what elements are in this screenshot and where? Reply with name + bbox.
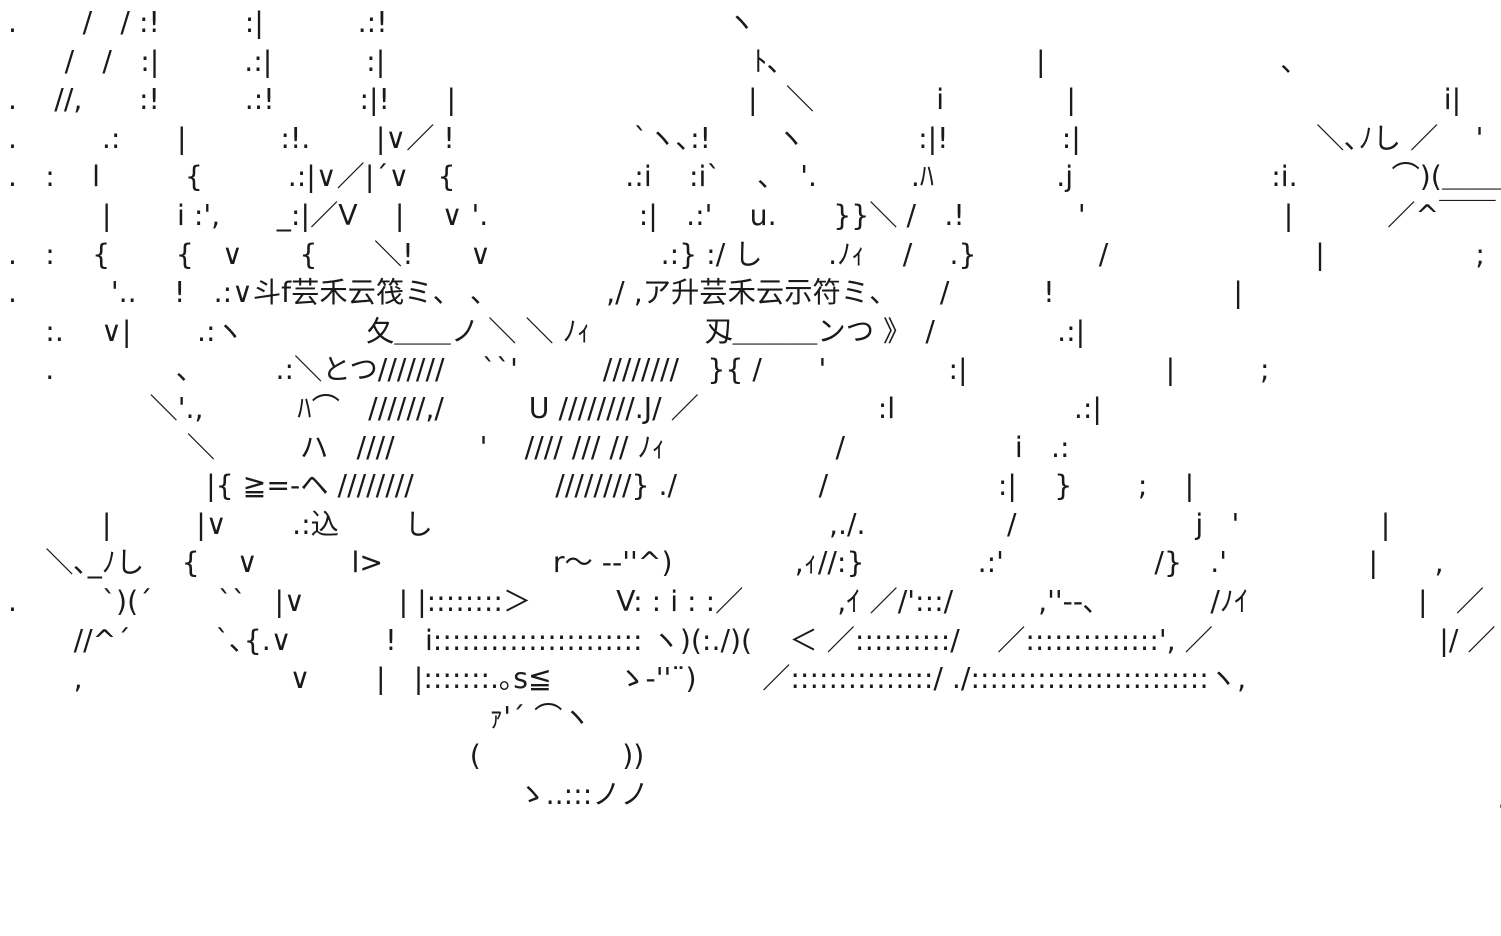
art-line: ゝ..:::ノノ , | ､ bbox=[517, 777, 1501, 811]
art-line: ! bbox=[8, 816, 1501, 850]
art-line: :. ∨| .:ヽ 夂＿＿ノ ＼ ＼ ﾉｨ 刄＿＿＿ンつ 》 / .:| bbox=[8, 314, 1086, 348]
art-line: / / :| .:| :| ﾄ､ | ､ bbox=[8, 44, 1296, 78]
art-line: . ､ .:＼とつ/////// ``' //////// }{ / ' :| … bbox=[8, 353, 1270, 387]
art-line: . .: | :!. |∨／ ! `ヽ､:! ヽ :|! :| ＼､ﾉし ／ ' bbox=[8, 121, 1484, 155]
art-line: . //, :! .:! :|! | | ＼ i | i| bbox=[8, 83, 1462, 117]
ascii-art-text: . / / :! :| .:! ヽ / / :| .:| :| ﾄ､ | ､ .… bbox=[8, 4, 1501, 853]
art-line: ＼､_ﾉし { ∨ l> r～ --''^) ,ｨ//:} .:' /} .' … bbox=[8, 546, 1501, 580]
art-line: ( )) / | ヽ bbox=[8, 739, 1501, 773]
art-line: . / / :! :| .:! ヽ bbox=[8, 6, 756, 39]
art-line: ＼ ハ //// ' //// /// // ﾉｨ / i .: bbox=[8, 430, 1070, 464]
art-line: //^´ `､{.∨ ! i:::::::::::::::::::::: ヽ)(… bbox=[8, 623, 1501, 657]
art-line: . : l { .:|∨／|´∨ { .:i :i` ､ '. .ﾊ .j :i… bbox=[8, 160, 1501, 194]
art-line: |{ ≧=-ヘ //////// ////////} ./ / :| } ; | bbox=[8, 469, 1195, 503]
art-line: . `)(´ `` |∨ | |::::::::＞ V: : i : :／ ,ｲ… bbox=[8, 584, 1485, 618]
art-line: | |∨ .:込 し ,./. / j ' | bbox=[8, 507, 1391, 541]
art-line: . '.. ! .:∨斗f芸禾云筏ミ、 、 ,/ ,ア升芸禾云示符ミ、 / ! … bbox=[8, 276, 1243, 310]
art-line: , ∨ | |:::::::.｡s≦ ゝ-''¨) ／:::::::::::::… bbox=[8, 662, 1501, 696]
art-line: ｧ'´ ⌒ヽ /Y^＼ bbox=[8, 700, 1501, 734]
art-line: | i :', _:|／V | ∨ '. :| .:' u. }}＼ / .! … bbox=[8, 198, 1496, 232]
art-line: ＼'., ﾊ⌒ //////,/ U ////////.J/ ／ :l .:| bbox=[8, 391, 1102, 425]
art-line: . : { { ∨ { ＼! ∨ .:} :/ し .ﾉｨ / .} / | ; bbox=[8, 237, 1485, 271]
